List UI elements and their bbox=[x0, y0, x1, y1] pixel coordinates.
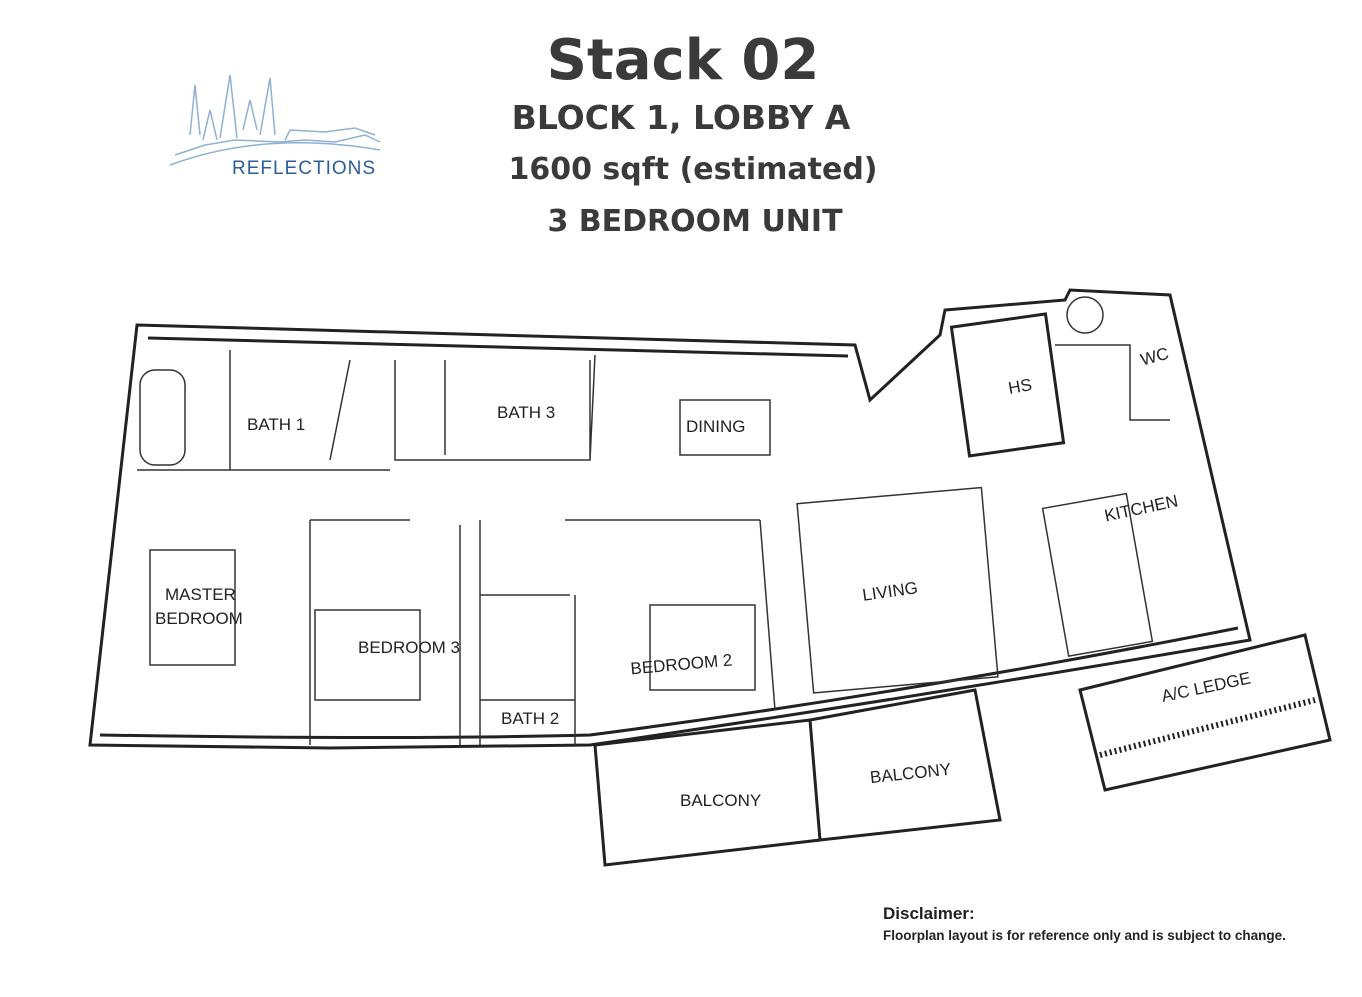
room-master-1: MASTER bbox=[165, 585, 236, 604]
room-wc: WC bbox=[1138, 344, 1170, 370]
reflections-logo-icon bbox=[169, 74, 381, 166]
room-master-2: BEDROOM bbox=[155, 609, 243, 628]
disclaimer-heading: Disclaimer: bbox=[883, 904, 975, 923]
room-bath3: BATH 3 bbox=[497, 403, 555, 422]
room-dining: DINING bbox=[686, 417, 746, 436]
room-hs: HS bbox=[1007, 375, 1034, 398]
area-label: 1600 sqft (estimated) bbox=[508, 152, 878, 187]
disclaimer: Disclaimer: Floorplan layout is for refe… bbox=[883, 904, 1286, 943]
page-title: Stack 02 bbox=[546, 28, 820, 93]
room-bedroom3: BEDROOM 3 bbox=[358, 638, 460, 657]
room-balcony-1: BALCONY bbox=[680, 791, 761, 810]
room-bedroom2: BEDROOM 2 bbox=[630, 650, 733, 678]
unit-type-label: 3 BEDROOM UNIT bbox=[547, 204, 843, 239]
room-ac-ledge: A/C LEDGE bbox=[1160, 669, 1253, 706]
room-living: LIVING bbox=[861, 578, 919, 605]
balconies bbox=[593, 633, 1332, 867]
room-balcony-2: BALCONY bbox=[869, 760, 952, 787]
logo-text: REFLECTIONS bbox=[232, 158, 377, 179]
room-bath2: BATH 2 bbox=[501, 709, 559, 728]
disclaimer-text: Floorplan layout is for reference only a… bbox=[883, 928, 1286, 943]
block-label: BLOCK 1, LOBBY A bbox=[511, 98, 851, 137]
room-bath1: BATH 1 bbox=[247, 415, 305, 434]
walls bbox=[88, 288, 1252, 750]
